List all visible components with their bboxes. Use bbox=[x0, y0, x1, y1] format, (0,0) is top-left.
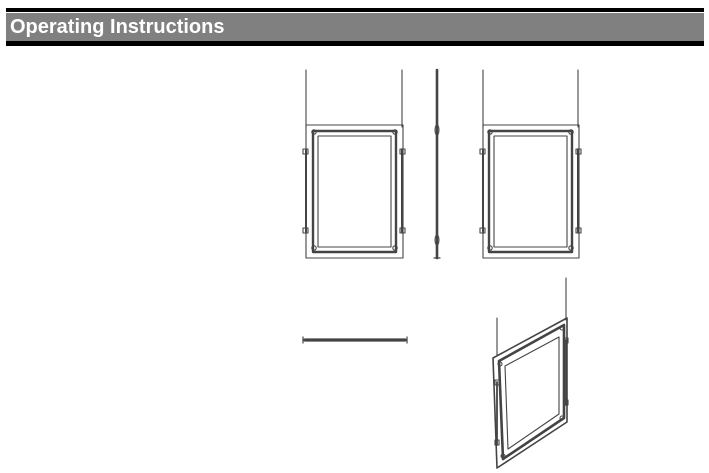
section-title: Operating Instructions bbox=[10, 16, 225, 38]
side-view-illustration bbox=[433, 68, 441, 260]
rear-view-illustration bbox=[479, 69, 582, 259]
front-view-illustration bbox=[302, 69, 406, 259]
section-header: Operating Instructions bbox=[6, 13, 704, 41]
header-bottom-rule bbox=[6, 41, 704, 46]
header-top-rule bbox=[6, 8, 704, 12]
perspective-view-illustration bbox=[492, 277, 569, 469]
top-view-illustration bbox=[302, 336, 408, 344]
